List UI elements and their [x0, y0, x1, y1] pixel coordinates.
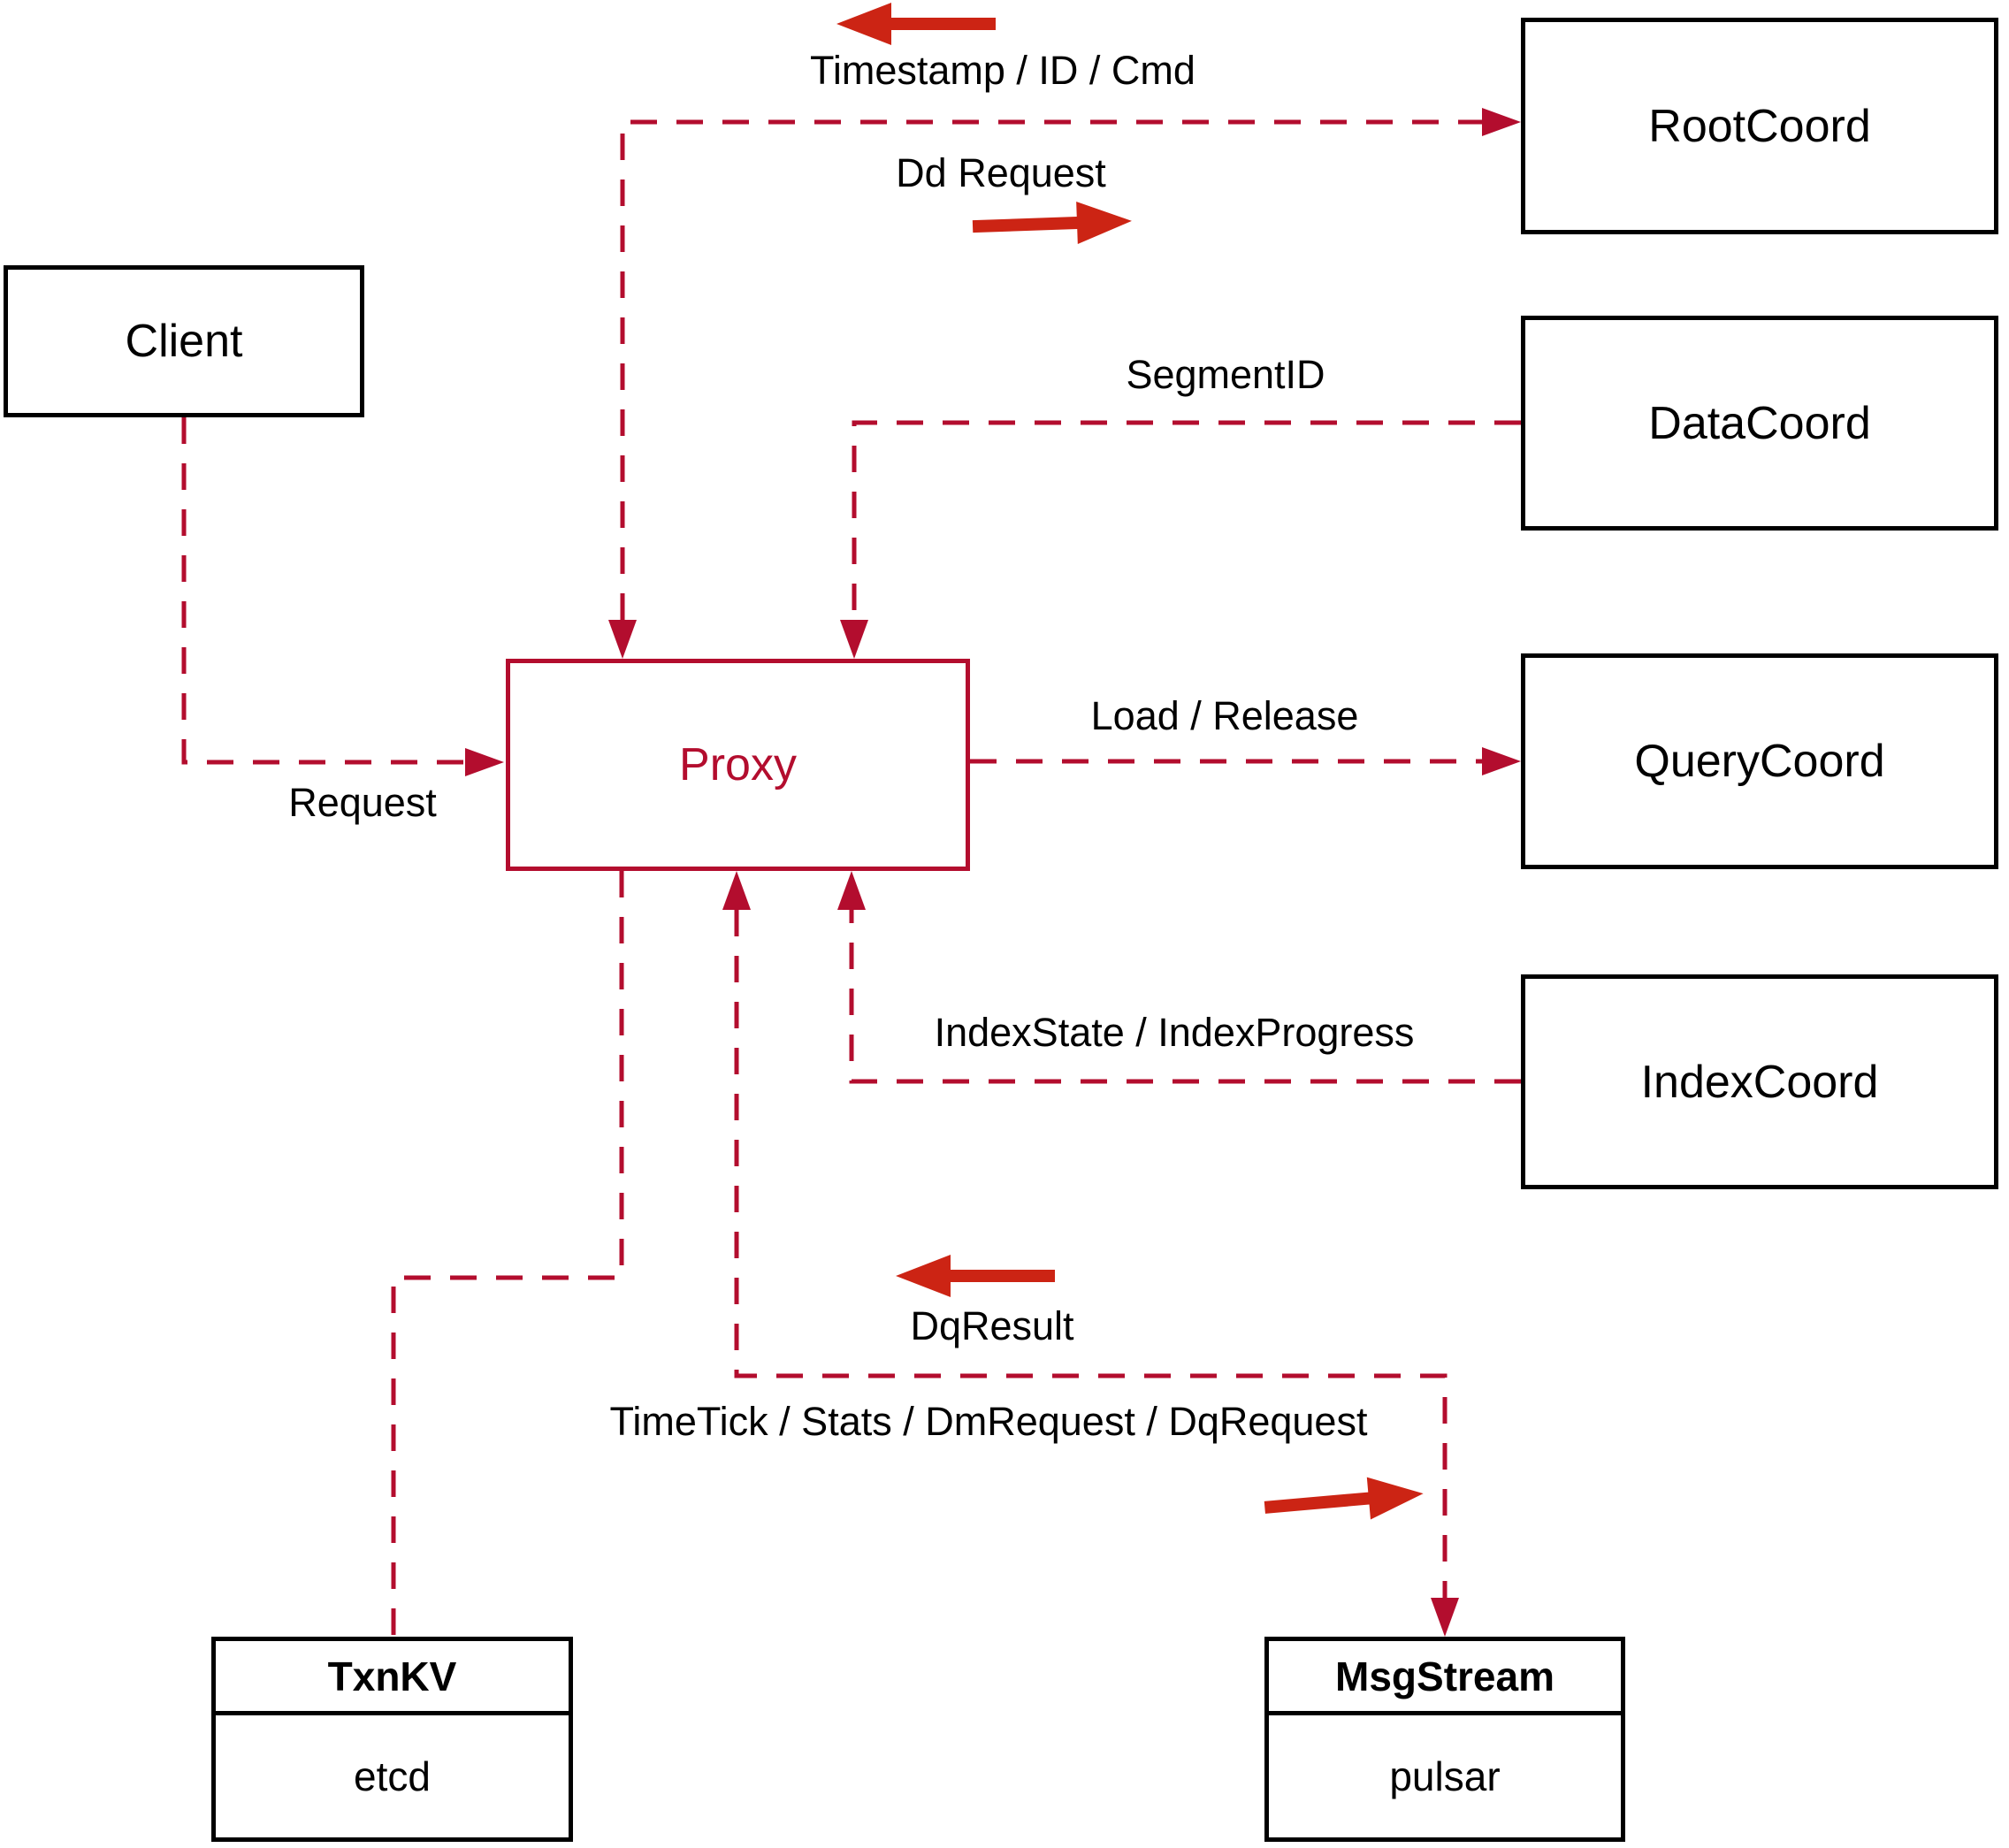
datacoord-label: DataCoord	[1648, 397, 1871, 449]
edge-proxy-msgstream	[734, 910, 1448, 1598]
node-rootcoord: RootCoord	[1521, 18, 1998, 234]
msgstream-title: MsgStream	[1269, 1641, 1621, 1715]
querycoord-label: QueryCoord	[1634, 736, 1885, 787]
node-msgstream: MsgStream pulsar	[1264, 1637, 1625, 1842]
arrow-left-icon	[896, 1255, 1055, 1297]
edge-datacoord-proxy	[852, 420, 1521, 620]
msgstream-impl: pulsar	[1389, 1753, 1501, 1799]
node-txnkv: TxnKV etcd	[211, 1637, 573, 1842]
arrow-left-icon	[836, 3, 996, 45]
node-datacoord: DataCoord	[1521, 316, 1998, 531]
arrowhead-into-proxy-top-right	[840, 620, 868, 659]
edge-label-timestamp-id-cmd: Timestamp / ID / Cmd	[810, 48, 1195, 93]
arrowhead-into-proxy-bottom-left	[722, 871, 751, 910]
edge-label-indexstate-indexprogress: IndexState / IndexProgress	[934, 1010, 1415, 1055]
rootcoord-label: RootCoord	[1648, 100, 1871, 152]
client-label: Client	[125, 316, 243, 367]
txnkv-title: TxnKV	[216, 1641, 569, 1715]
edge-label-load-release: Load / Release	[1090, 693, 1359, 738]
arrow-right-icon	[972, 202, 1132, 245]
node-indexcoord: IndexCoord	[1521, 974, 1998, 1189]
edge-label-dqresult: DqResult	[910, 1303, 1074, 1348]
arrowhead-into-proxy-bottom-right	[837, 871, 866, 910]
node-client: Client	[4, 265, 364, 417]
edge-label-dd-request: Dd Request	[896, 150, 1106, 195]
edge-rootcoord-proxy	[620, 119, 1484, 620]
arrow-right-icon	[1264, 1477, 1424, 1520]
edge-proxy-txnkv	[391, 871, 624, 1637]
arrowhead-into-proxy-top-left	[608, 620, 637, 659]
indexcoord-label: IndexCoord	[1640, 1056, 1879, 1108]
edge-label-request: Request	[288, 780, 437, 825]
edge-label-timetick-stats: TimeTick / Stats / DmRequest / DqRequest	[609, 1399, 1368, 1444]
edge-indexcoord-proxy	[849, 910, 1521, 1084]
node-proxy: Proxy	[506, 659, 970, 871]
arrowhead-into-msgstream	[1431, 1598, 1459, 1637]
arrowhead-into-querycoord	[1482, 747, 1521, 775]
arrowhead-into-rootcoord	[1482, 108, 1521, 136]
node-querycoord: QueryCoord	[1521, 653, 1998, 869]
edge-label-segmentid: SegmentID	[1126, 352, 1325, 397]
edge-client-proxy	[181, 417, 467, 765]
txnkv-impl: etcd	[354, 1753, 431, 1799]
proxy-label: Proxy	[679, 739, 797, 790]
arrowhead-into-proxy-left	[465, 748, 504, 776]
